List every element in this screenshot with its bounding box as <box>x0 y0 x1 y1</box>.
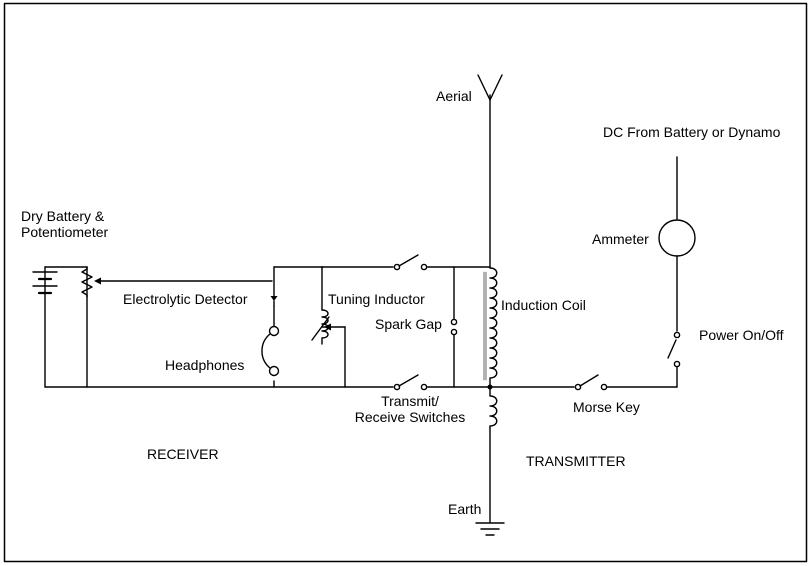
power-switch-icon <box>667 331 681 368</box>
tr-switch-label-line1: Transmit/ <box>381 393 439 409</box>
induction-coil-primary-icon <box>489 267 498 389</box>
power-switch-label: Power On/Off <box>699 327 784 343</box>
diagram-border <box>3 2 808 563</box>
morse-key-label: Morse Key <box>573 399 640 415</box>
dry-battery-label-line1: Dry Battery & <box>21 208 105 224</box>
potentiometer-icon <box>81 266 93 298</box>
earth-ground-icon <box>475 522 505 536</box>
spark-gap-label: Spark Gap <box>375 316 442 332</box>
junction-dots <box>487 384 493 390</box>
dc-source-label: DC From Battery or Dynamo <box>603 124 781 140</box>
induction-coil-label: Induction Coil <box>501 297 586 313</box>
tuning-inductor-arrow <box>324 323 331 331</box>
transmit-receive-switch-icon <box>393 374 428 391</box>
headphones-label: Headphones <box>165 357 245 373</box>
ammeter-label: Ammeter <box>592 231 649 247</box>
receiver-label: RECEIVER <box>147 446 219 462</box>
aerial-icon <box>477 74 503 269</box>
tr-switch-label-line2: Receive Switches <box>354 409 466 425</box>
dry-battery-label-line2: Potentiometer <box>21 224 109 240</box>
electrolytic-detector-icon <box>270 296 278 307</box>
electrolytic-detector-label: Electrolytic Detector <box>123 291 248 307</box>
transmitter-label: TRANSMITTER <box>526 453 626 469</box>
receive-switch-top-icon <box>393 254 428 271</box>
dry-battery-label: Dry Battery & Potentiometer <box>21 208 108 240</box>
tuning-inductor-label: Tuning Inductor <box>328 291 425 307</box>
earth-label: Earth <box>448 501 482 517</box>
potentiometer-arrow <box>94 277 101 285</box>
spark-gap-icon <box>450 318 458 336</box>
tr-switch-label: Transmit/ Receive Switches <box>350 393 470 425</box>
tuning-inductor-icon <box>321 309 329 345</box>
induction-coil-earth-icon <box>489 387 498 429</box>
headphones-icon <box>261 325 280 377</box>
morse-key-icon <box>574 374 608 391</box>
ammeter-icon <box>658 219 696 257</box>
aerial-label: Aerial <box>436 88 472 104</box>
dry-battery-icon <box>32 271 58 295</box>
